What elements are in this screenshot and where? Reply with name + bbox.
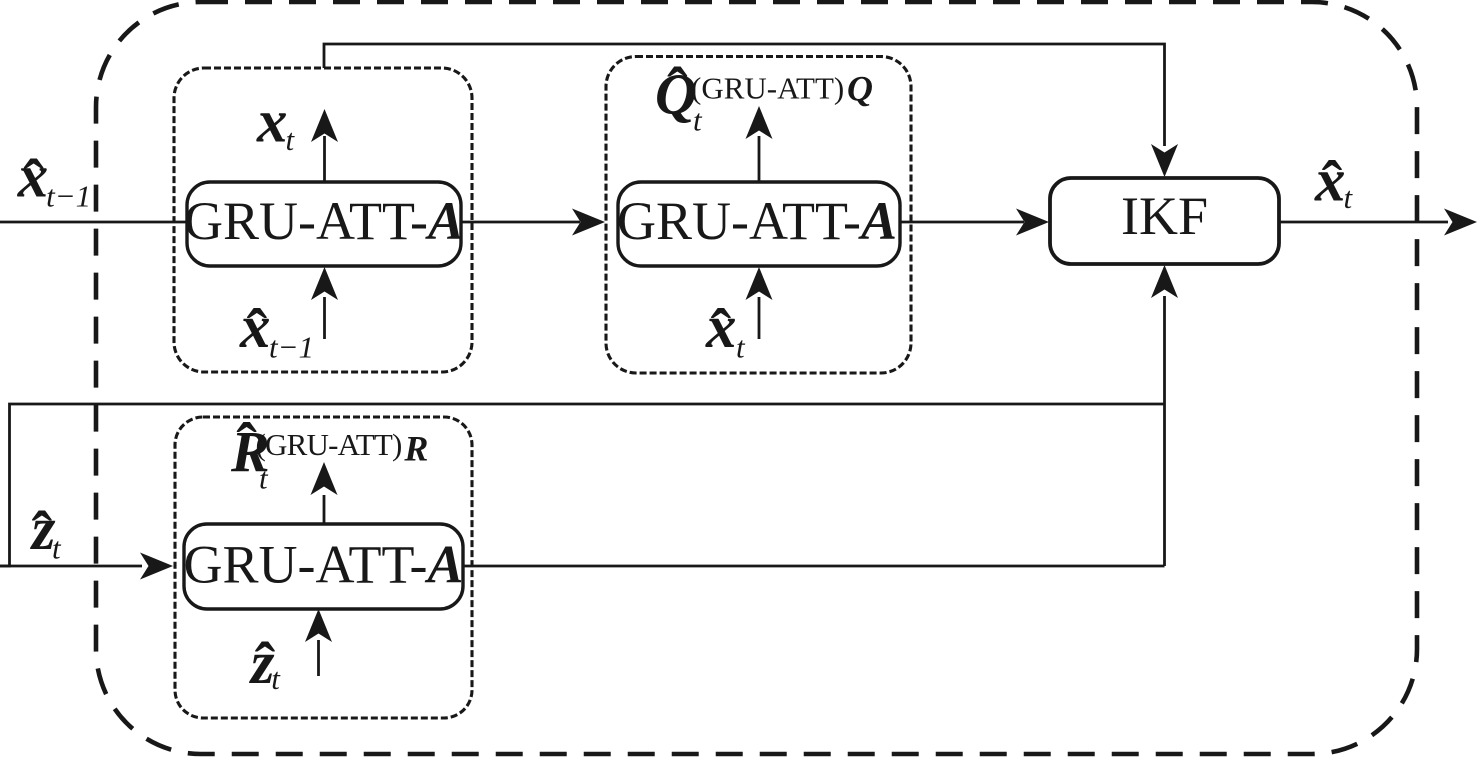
svg-text:ˆ: ˆ [1322,150,1343,218]
svg-text:t: t [736,330,746,365]
svg-text:x: x [239,294,271,361]
svg-text:(GRU-ATT): (GRU-ATT) [256,427,402,462]
svg-text:t: t [52,531,62,566]
svg-text:x: x [705,294,737,361]
svg-text:t: t [286,122,296,157]
svg-text:Q: Q [655,62,697,127]
svg-text:t: t [259,460,269,495]
svg-text:ˆ: ˆ [32,501,53,569]
svg-text:GRU-ATT-A: GRU-ATT-A [183,535,463,595]
svg-text:x: x [256,89,288,156]
svg-text:t−1: t−1 [46,178,91,213]
svg-text:t: t [693,103,703,138]
svg-text:t: t [1344,180,1354,215]
svg-text:R: R [403,428,428,468]
svg-text:z: z [30,496,56,563]
svg-text:x: x [17,144,49,211]
svg-text:ˆ: ˆ [711,298,732,366]
svg-text:(GRU-ATT): (GRU-ATT) [691,70,844,105]
svg-text:t: t [271,661,281,696]
svg-text:ˆ: ˆ [247,298,268,366]
svg-text:IKF: IKF [1121,186,1208,246]
svg-text:GRU-ATT-A: GRU-ATT-A [617,191,897,251]
svg-text:GRU-ATT-A: GRU-ATT-A [184,191,464,251]
svg-text:x: x [1314,148,1346,215]
svg-text:ˆ: ˆ [667,57,688,125]
svg-text:ˆ: ˆ [236,412,257,480]
svg-text:z: z [249,630,275,697]
svg-text:t−1: t−1 [269,330,314,365]
svg-text:R: R [230,419,270,484]
svg-text:ˆ: ˆ [255,631,276,699]
svg-text:ˆ: ˆ [23,148,44,216]
svg-text:Q: Q [847,69,873,109]
